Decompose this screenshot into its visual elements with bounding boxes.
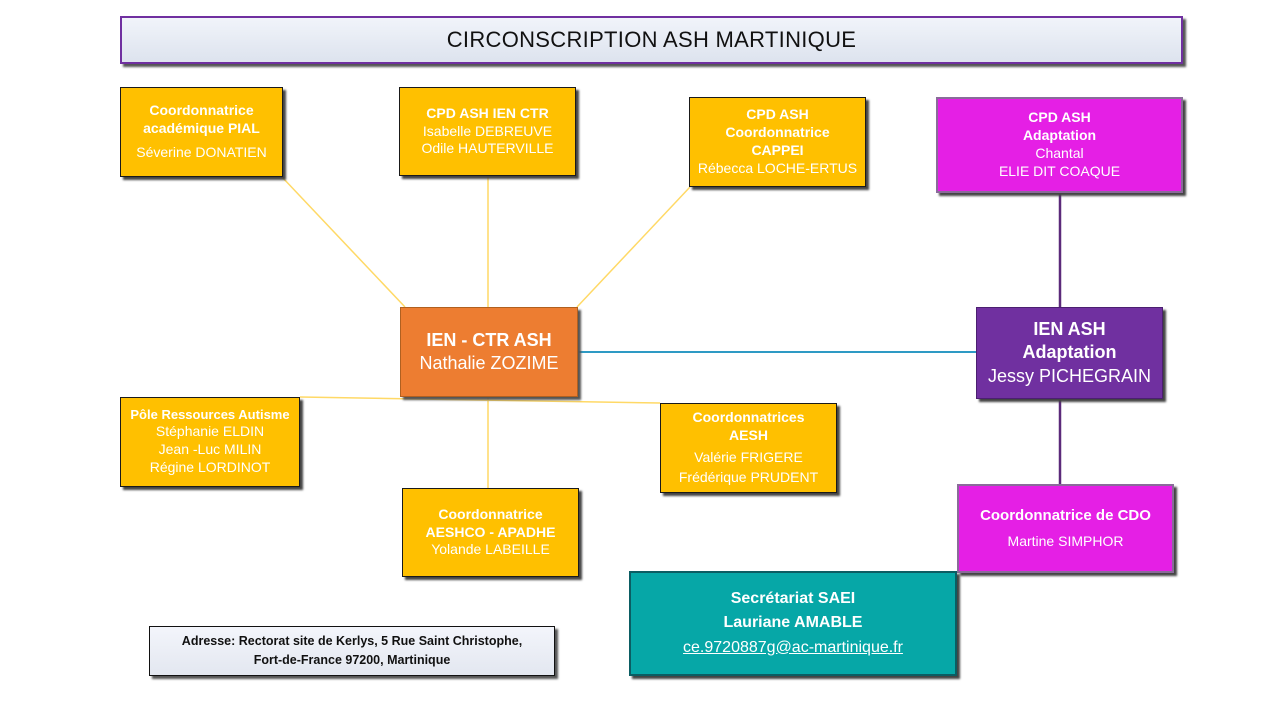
page-title: CIRCONSCRIPTION ASH MARTINIQUE: [446, 27, 857, 52]
box-pole-ressources-autisme: Pôle Ressources Autisme Stéphanie ELDIN …: [120, 397, 300, 487]
cdo-name: Martine SIMPHOR: [1007, 533, 1124, 550]
aesh-name-1: Valérie FRIGERE: [694, 449, 803, 465]
secretariat-name: Lauriane AMABLE: [723, 614, 863, 632]
ien-adaptation-role-line2: Adaptation: [1022, 342, 1117, 363]
autisme-name-1: Stéphanie ELDIN: [155, 423, 265, 440]
cpd-adaptation-name-line1: Chantal: [1035, 145, 1084, 161]
aesh-role-line1: Coordonnatrices: [692, 409, 805, 426]
box-cpd-cappei: CPD ASH Coordonnatrice CAPPEI Rébecca LO…: [689, 97, 866, 187]
autisme-name-2: Jean -Luc MILIN: [158, 441, 262, 458]
address-line-1: Adresse: Rectorat site de Kerlys, 5 Rue …: [181, 633, 523, 648]
box-cpd-adaptation: CPD ASH Adaptation Chantal ELIE DIT COAQ…: [936, 97, 1183, 193]
cpd-adaptation-name-line2: ELIE DIT COAQUE: [998, 162, 1121, 179]
address-line-2: Fort-de-France 97200, Martinique: [253, 653, 451, 667]
cappei-role-line1: CPD ASH: [746, 106, 809, 123]
cpd-ctr-name-1: Isabelle DEBREUVE: [422, 122, 553, 139]
cappei-role-line3: CAPPEI: [751, 142, 804, 158]
pial-name: Séverine DONATIEN: [136, 143, 267, 160]
cappei-name: Rébecca LOCHE-ERTUS: [697, 159, 858, 176]
box-ien-ctr-ash: IEN - CTR ASH Nathalie ZOZIME: [400, 307, 578, 397]
connector-pial-to-ien: [281, 176, 406, 308]
title-banner: CIRCONSCRIPTION ASH MARTINIQUE: [120, 16, 1183, 64]
connector-cappei-to-ien: [576, 186, 691, 308]
address-box: Adresse: Rectorat site de Kerlys, 5 Rue …: [149, 626, 555, 676]
pial-role-line1: Coordonnatrice: [149, 102, 254, 119]
ien-ctr-role: IEN - CTR ASH: [426, 329, 552, 350]
box-secretariat-saei: Secrétariat SAEI Lauriane AMABLE ce.9720…: [629, 571, 957, 676]
pial-role-line2: académique PIAL: [143, 120, 260, 137]
secretariat-title: Secrétariat SAEI: [730, 589, 856, 607]
box-ien-ash-adaptation: IEN ASH Adaptation Jessy PICHEGRAIN: [976, 307, 1163, 399]
cpd-adaptation-role-line2: Adaptation: [1022, 127, 1097, 144]
aesh-name-2: Frédérique PRUDENT: [678, 468, 819, 485]
aesh-role-line2: AESH: [729, 427, 768, 444]
autisme-role: Pôle Ressources Autisme: [130, 406, 290, 422]
aeshco-role-line2: AESHCO - APADHE: [425, 523, 556, 540]
cpd-adaptation-role-line1: CPD ASH: [1028, 109, 1091, 126]
ien-adaptation-role-line1: IEN ASH: [1033, 319, 1106, 340]
box-aeshco-apadhe: Coordonnatrice AESHCO - APADHE Yolande L…: [402, 488, 579, 577]
cappei-role-line2: Coordonnatrice: [725, 124, 830, 141]
box-cpd-ash-ien-ctr: CPD ASH IEN CTR Isabelle DEBREUVE Odile …: [399, 87, 576, 176]
cpd-ctr-role: CPD ASH IEN CTR: [426, 104, 549, 121]
cdo-role: Coordonnatrice de CDO: [980, 506, 1151, 524]
aeshco-name: Yolande LABEILLE: [431, 541, 550, 558]
cpd-ctr-name-2: Odile HAUTERVILLE: [421, 140, 554, 157]
secretariat-email-link[interactable]: ce.9720887g@ac-martinique.fr: [683, 638, 903, 656]
ien-ctr-name: Nathalie ZOZIME: [419, 353, 559, 373]
autisme-name-3: Régine LORDINOT: [149, 459, 271, 476]
box-coordonnatrices-aesh: Coordonnatrices AESH Valérie FRIGERE Fré…: [660, 403, 837, 493]
ien-adaptation-name: Jessy PICHEGRAIN: [987, 365, 1152, 386]
aeshco-role-line1: Coordonnatrice: [438, 505, 543, 522]
box-pial: Coordonnatrice académique PIAL Séverine …: [120, 87, 283, 177]
connector-ien-horizontal-lower: [299, 396, 661, 404]
box-coordonnatrice-cdo: Coordonnatrice de CDO Martine SIMPHOR: [957, 484, 1174, 573]
